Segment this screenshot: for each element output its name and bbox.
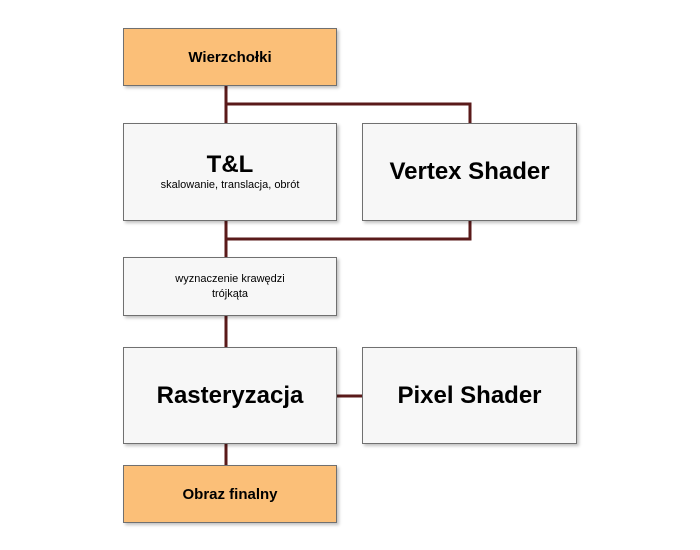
rasterization-label: Rasteryzacja — [156, 381, 304, 409]
edges-label-line1: wyznaczenie krawędzi — [175, 272, 285, 285]
vertex-shader-label: Vertex Shader — [389, 158, 550, 185]
tl-subtitle: skalowanie, translacja, obrót — [160, 179, 300, 191]
connector-vertices-vertex-shader — [226, 102, 472, 123]
edges-label-line2: trójkąta — [211, 287, 249, 300]
vertices-node: Wierzchołki — [123, 28, 337, 86]
vertices-label: Wierzchołki — [188, 48, 272, 66]
final-image-node: Obraz finalny — [123, 465, 337, 523]
pixel-shader-label: Pixel Shader — [397, 381, 542, 409]
tl-node: T&L skalowanie, translacja, obrót — [123, 123, 337, 221]
rasterization-node: Rasteryzacja — [123, 347, 337, 444]
pixel-shader-node: Pixel Shader — [362, 347, 577, 444]
connector-vertex-shader-merge — [226, 221, 472, 241]
final-image-label: Obraz finalny — [182, 485, 278, 503]
edges-node: wyznaczenie krawędzi trójkąta — [123, 257, 337, 316]
vertex-shader-node: Vertex Shader — [362, 123, 577, 221]
tl-title: T&L — [206, 151, 254, 178]
